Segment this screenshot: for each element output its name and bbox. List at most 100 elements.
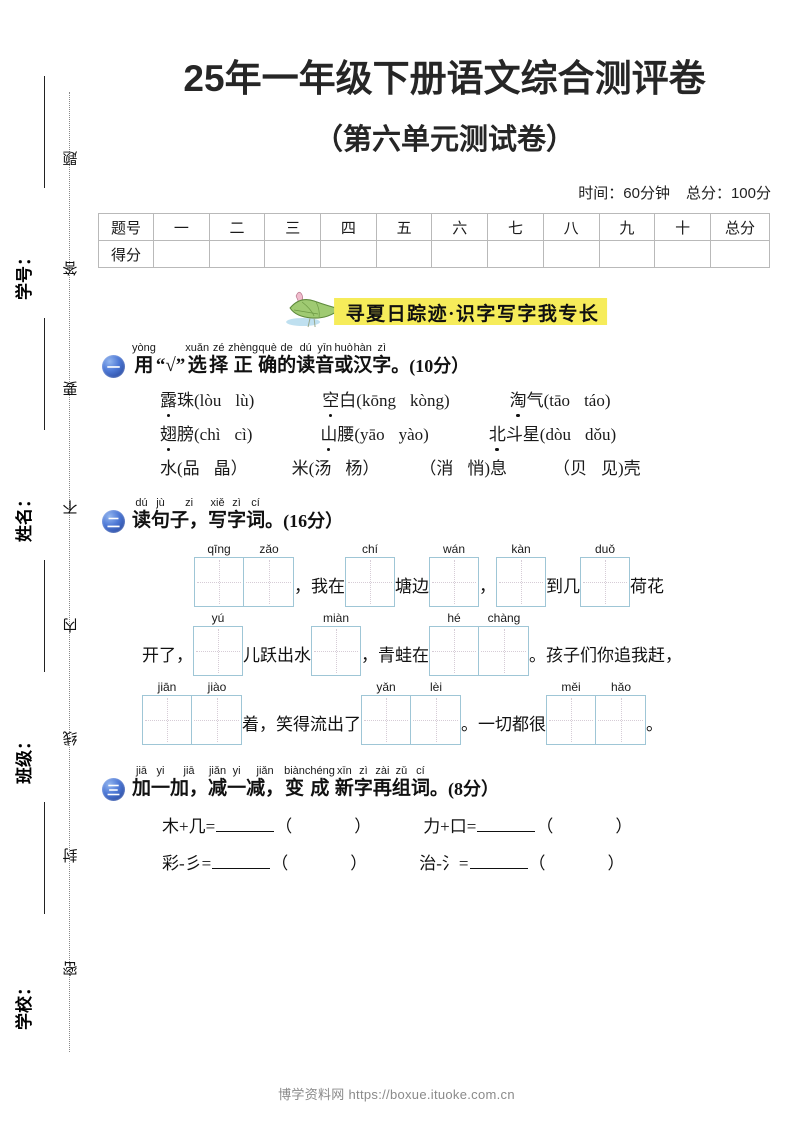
q3-equation-2[interactable]: 力+口=（）: [423, 812, 632, 837]
score-cell-4[interactable]: [320, 240, 377, 268]
hz-3-12: 词: [410, 778, 430, 799]
score-cell-6[interactable]: [431, 240, 489, 268]
q2-grid-duo[interactable]: duǒ: [580, 542, 630, 607]
q1-charchoice-4[interactable]: （贝见)壳: [553, 454, 641, 479]
q3-eq-3-answer-blank[interactable]: [212, 853, 271, 869]
hz-3-5: 减，: [246, 778, 285, 799]
q2-grid-mian[interactable]: miàn: [311, 611, 361, 676]
hz-3-11: 组: [391, 778, 411, 799]
q1-choice-4-alt: cì): [234, 425, 253, 444]
q3-eq-3-paren-close: ）: [350, 854, 368, 873]
py-2-2: zi: [185, 497, 194, 509]
q3-eq-2-paren-open: （: [536, 817, 554, 836]
tianzige-cell[interactable]: [479, 626, 529, 676]
seal-char-6: 封: [62, 846, 78, 862]
q3-eq-2-left: 力+口=: [423, 817, 477, 836]
tianzige-cell[interactable]: [546, 695, 596, 745]
hz-3-2: 加，: [170, 778, 209, 799]
score-table-row-label-number: 题号: [98, 213, 154, 241]
tianzige-cell[interactable]: [596, 695, 646, 745]
tianzige-cell[interactable]: [361, 695, 411, 745]
q2-py-yan: yǎn: [376, 680, 396, 694]
q1-charchoice-2[interactable]: 米(汤杨）: [292, 454, 380, 479]
score-cell-7[interactable]: [487, 240, 544, 268]
tianzige-cell[interactable]: [429, 626, 479, 676]
hz-1-3: 择: [209, 355, 229, 376]
tianzige-cell[interactable]: [345, 557, 395, 607]
tianzige-cell[interactable]: [192, 695, 242, 745]
q1-choice-2-rest: 白(kōng: [339, 391, 396, 410]
tianzige-cell[interactable]: [244, 557, 294, 607]
section-2-points: 。(16分）: [265, 511, 344, 531]
q3-equation-4[interactable]: 治-氵=（）: [419, 849, 624, 874]
py-1-7: dú: [299, 342, 312, 354]
q3-eq-1-paren-open: （: [275, 817, 293, 836]
py-3-0: jiā: [136, 765, 148, 777]
score-cell-3[interactable]: [264, 240, 322, 268]
q1-charchoice-1-pre: 水(品: [160, 459, 200, 478]
q1-charchoice-3[interactable]: （消悄)息: [419, 454, 507, 479]
q3-eq-1-answer-blank[interactable]: [216, 816, 275, 832]
score-cell-1[interactable]: [153, 240, 210, 268]
q1-dotted-char-1: 露: [160, 391, 177, 410]
tianzige-cell[interactable]: [580, 557, 630, 607]
score-col-7: 七: [487, 213, 544, 241]
q2-text-12: 。: [646, 715, 663, 734]
q2-py-chang: chàng: [487, 611, 521, 625]
q2-grid-kan[interactable]: kàn: [496, 542, 546, 607]
seal-char-4: 内: [62, 616, 78, 632]
score-col-1: 一: [153, 213, 210, 241]
q2-grid-yanlei[interactable]: yǎn lèi: [361, 680, 461, 745]
field-rule-3: [44, 560, 45, 672]
q3-eq-4-answer-blank[interactable]: [469, 853, 528, 869]
banner-title: 寻夏日踪迹·识字写字我专长: [345, 303, 600, 325]
q1-charchoice-1[interactable]: 水(品晶）: [160, 454, 248, 479]
q2-grid-chi[interactable]: chí: [345, 542, 395, 607]
hz-1-7: 读: [296, 355, 316, 376]
q3-equation-1[interactable]: 木+几=（）: [162, 812, 371, 837]
hz-1-5: 确: [258, 355, 278, 376]
score-col-4: 四: [320, 213, 377, 241]
py-2-1: jù: [156, 497, 165, 509]
tianzige-cell[interactable]: [142, 695, 192, 745]
tianzige-cell[interactable]: [194, 557, 244, 607]
py-3-10: zài: [375, 765, 390, 777]
score-cell-5[interactable]: [375, 240, 433, 268]
q3-eq-2-answer-blank[interactable]: [477, 816, 536, 832]
q1-choice-2-alt: kòng): [409, 391, 450, 410]
tianzige-cell[interactable]: [193, 626, 243, 676]
q2-py-wan: wán: [442, 542, 465, 556]
q2-grid-yu[interactable]: yú: [193, 611, 243, 676]
hz-3-10: 再: [372, 778, 392, 799]
q1-charchoice-4-pre: （贝: [553, 459, 588, 478]
score-cell-9[interactable]: [598, 240, 656, 268]
tianzige-cell[interactable]: [429, 557, 479, 607]
q3-equation-3[interactable]: 彩-彡=（）: [162, 849, 367, 874]
score-cell-8[interactable]: [542, 240, 600, 268]
q2-grid-wan[interactable]: wán: [429, 542, 479, 607]
score-cell-10[interactable]: [654, 240, 711, 268]
q2-py-lei: lèi: [429, 680, 442, 694]
tianzige-cell[interactable]: [311, 626, 361, 676]
py-1-3: zé: [212, 342, 225, 354]
q2-text-5: 荷花: [630, 577, 664, 596]
score-cell-2[interactable]: [208, 240, 266, 268]
q2-py-jian: jiān: [157, 680, 177, 694]
score-cell-total[interactable]: [710, 240, 770, 268]
tianzige-cell[interactable]: [496, 557, 546, 607]
tianzige-cell[interactable]: [411, 695, 461, 745]
